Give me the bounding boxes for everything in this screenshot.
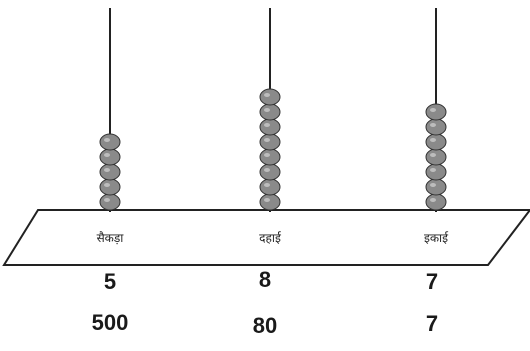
bead xyxy=(259,163,281,181)
bead-highlight xyxy=(430,183,436,187)
bead-highlight xyxy=(264,138,270,142)
abacus-base xyxy=(2,209,530,266)
bead xyxy=(99,178,121,196)
bead xyxy=(259,178,281,196)
bead-highlight xyxy=(264,198,270,202)
value-hundreds: 500 xyxy=(92,310,129,335)
digit-ones: 7 xyxy=(426,269,438,294)
bead-highlight xyxy=(264,183,270,187)
bead xyxy=(425,133,447,151)
beads-hundreds xyxy=(99,133,121,211)
bead xyxy=(259,103,281,121)
bead-highlight xyxy=(264,168,270,172)
digit-hundreds: 5 xyxy=(104,269,116,294)
bead xyxy=(425,118,447,136)
bead xyxy=(259,88,281,106)
bead-highlight xyxy=(430,198,436,202)
place-label-ones: इकाई xyxy=(424,231,449,245)
bead xyxy=(99,133,121,151)
bead xyxy=(259,133,281,151)
bead-highlight xyxy=(104,198,110,202)
bead-highlight xyxy=(264,153,270,157)
bead xyxy=(425,193,447,211)
bead-highlight xyxy=(430,123,436,127)
bead xyxy=(425,148,447,166)
bead-highlight xyxy=(104,138,110,142)
bead-highlight xyxy=(430,168,436,172)
bead xyxy=(425,178,447,196)
bead-highlight xyxy=(430,138,436,142)
bead-highlight xyxy=(430,153,436,157)
value-ones: 7 xyxy=(426,311,438,336)
bead xyxy=(259,193,281,211)
place-label-hundreds: सैकड़ा xyxy=(97,231,125,245)
bead-highlight xyxy=(104,183,110,187)
bead-highlight xyxy=(104,168,110,172)
beads-tens xyxy=(259,88,281,211)
bead xyxy=(259,118,281,136)
bead-highlight xyxy=(264,123,270,127)
bead xyxy=(99,193,121,211)
bead xyxy=(99,148,121,166)
digit-tens: 8 xyxy=(259,267,271,292)
bead-highlight xyxy=(264,93,270,97)
bead xyxy=(425,103,447,121)
value-tens: 80 xyxy=(253,313,277,338)
place-label-tens: दहाई xyxy=(259,231,282,245)
beads-ones xyxy=(425,103,447,211)
bead xyxy=(99,163,121,181)
bead-highlight xyxy=(104,153,110,157)
bead xyxy=(259,148,281,166)
bead-highlight xyxy=(430,108,436,112)
bead-highlight xyxy=(264,108,270,112)
bead xyxy=(425,163,447,181)
